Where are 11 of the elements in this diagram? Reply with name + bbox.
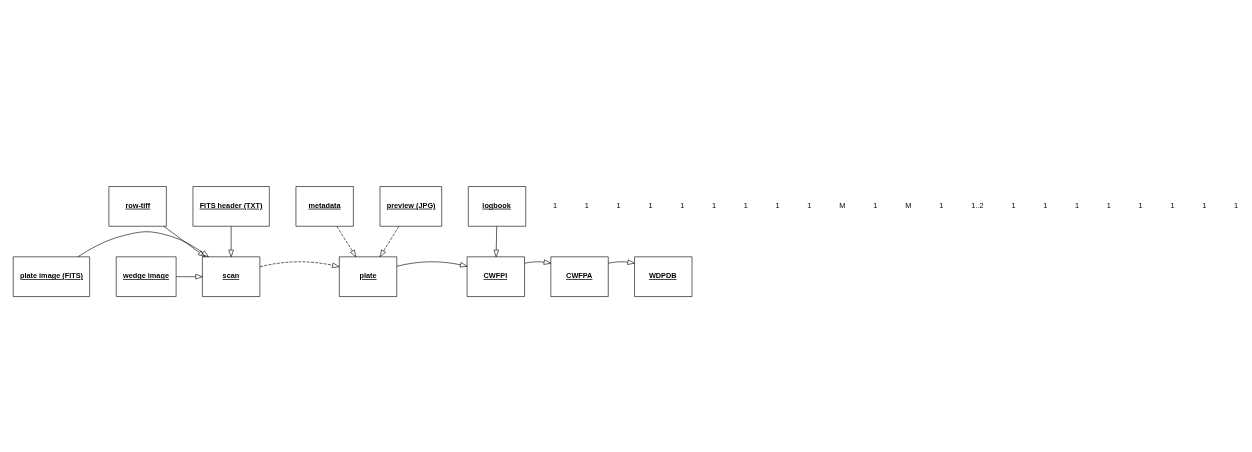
arrow <box>396 261 468 267</box>
arrow <box>228 225 234 257</box>
arrow <box>77 230 209 257</box>
arrow <box>493 225 499 257</box>
arrow <box>524 259 552 265</box>
arrow <box>259 261 340 268</box>
arrow <box>163 225 206 257</box>
arrow <box>608 259 635 265</box>
arrow <box>336 225 357 257</box>
arrow <box>175 273 203 279</box>
arrow <box>379 225 400 257</box>
